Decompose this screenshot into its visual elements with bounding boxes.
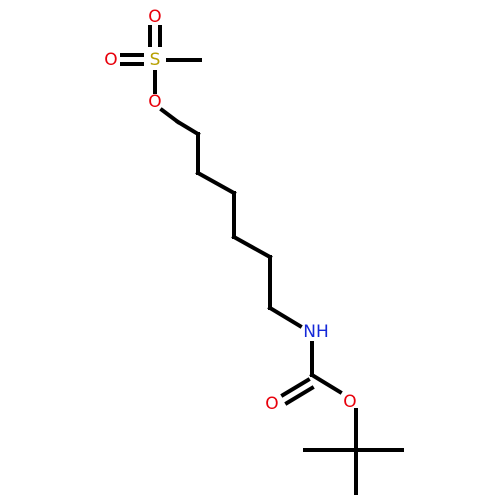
- atom-sulfur: S: [150, 50, 161, 70]
- atom-amide-nitrogen: NH: [303, 322, 329, 342]
- atom-oxygen-left: O: [104, 50, 117, 70]
- atom-oxygen-ester-lower: O: [343, 392, 356, 412]
- bond-o-c1: [159, 107, 181, 125]
- atom-oxygen-carbonyl: O: [265, 394, 278, 414]
- atom-oxygen-top: O: [148, 7, 161, 27]
- atom-oxygen-ester-upper: O: [148, 92, 161, 112]
- atom-labels: O O S O NH O O: [104, 7, 356, 414]
- bond-c7-n: [267, 305, 303, 329]
- bond-c3-c4: [195, 170, 237, 196]
- bond-lines: [120, 25, 404, 495]
- bond-carbonyl-o-ester: [309, 372, 343, 395]
- bond-carbonyl-o-a: [280, 377, 311, 398]
- bond-c1-c2: [175, 119, 201, 137]
- bond-carbonyl-o-b: [284, 385, 315, 406]
- bond-c5-c6: [231, 234, 273, 260]
